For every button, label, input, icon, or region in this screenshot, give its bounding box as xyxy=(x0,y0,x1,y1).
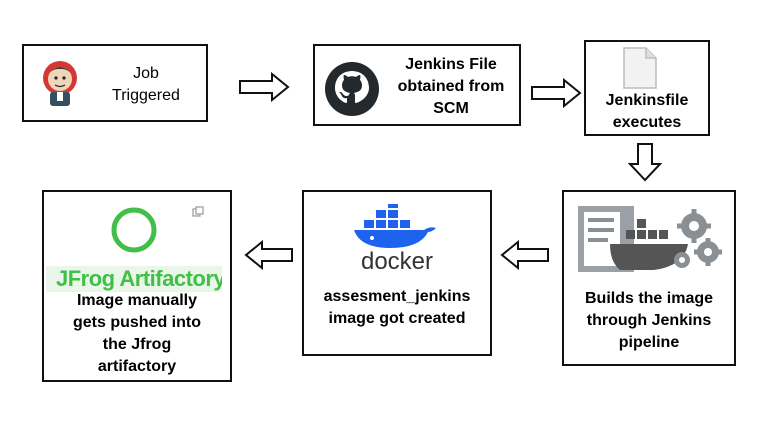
step-build-line-1: Builds the image xyxy=(584,290,714,307)
step-jfrog-line-4: artifactory xyxy=(97,358,177,375)
step-jfrog-line-3: the Jfrog xyxy=(102,336,172,353)
arrow-left-1 xyxy=(500,240,550,270)
step-build-line-2: through Jenkins xyxy=(586,312,712,329)
jfrog-ring-icon xyxy=(108,204,160,256)
step-jfrog-line-1: Image manually xyxy=(76,292,198,309)
step-docker-line-2: image got created xyxy=(328,310,466,327)
step-scm-label: Jenkins File obtained from SCM xyxy=(383,54,519,120)
step-jenkinsfile-scm: Jenkins File obtained from SCM xyxy=(313,44,521,126)
docker-logo-text: docker xyxy=(360,248,434,275)
step-scm-line-1: Jenkins File xyxy=(405,56,497,73)
step-jfrog-label: Image manually gets pushed into the Jfro… xyxy=(44,290,230,378)
jenkins-logo-icon xyxy=(38,58,82,108)
step-jfrog-line-2: gets pushed into xyxy=(73,314,201,331)
step-exec-line-2: executes xyxy=(612,114,682,131)
step-docker-image: docker assesment_jenkins image got creat… xyxy=(302,190,492,356)
arrow-down xyxy=(628,142,662,182)
step-docker-label: assesment_jenkins image got created xyxy=(304,286,490,330)
step-scm-line-2: obtained from xyxy=(397,78,505,95)
step-job-line-1: Job xyxy=(133,65,159,82)
arrow-left-2 xyxy=(244,240,294,270)
github-logo-icon xyxy=(323,60,381,118)
step-job-line-2: Triggered xyxy=(112,87,180,104)
step-build-image: Builds the image through Jenkins pipelin… xyxy=(562,190,736,366)
step-build-line-3: pipeline xyxy=(618,334,680,351)
arrow-right-1 xyxy=(238,72,290,102)
step-scm-line-3: SCM xyxy=(433,100,469,117)
copy-icon xyxy=(192,206,204,218)
jfrog-logo-text: JFrog Artifactory xyxy=(46,266,222,292)
step-docker-line-1: assesment_jenkins xyxy=(323,288,471,305)
step-jfrog-artifactory: JFrog Artifactory Image manually gets pu… xyxy=(42,190,232,382)
step-jenkinsfile-executes: Jenkinsfile executes xyxy=(584,40,710,136)
docker-whale-icon xyxy=(350,204,440,250)
file-icon xyxy=(622,46,658,90)
arrow-right-2 xyxy=(530,78,582,108)
step-job-triggered: Job Triggered xyxy=(22,44,208,122)
step-build-label: Builds the image through Jenkins pipelin… xyxy=(564,288,734,354)
step-job-label: Job Triggered xyxy=(86,63,206,107)
step-exec-label: Jenkinsfile executes xyxy=(586,90,708,134)
docker-build-gears-icon xyxy=(576,200,726,280)
step-exec-line-1: Jenkinsfile xyxy=(605,92,689,109)
